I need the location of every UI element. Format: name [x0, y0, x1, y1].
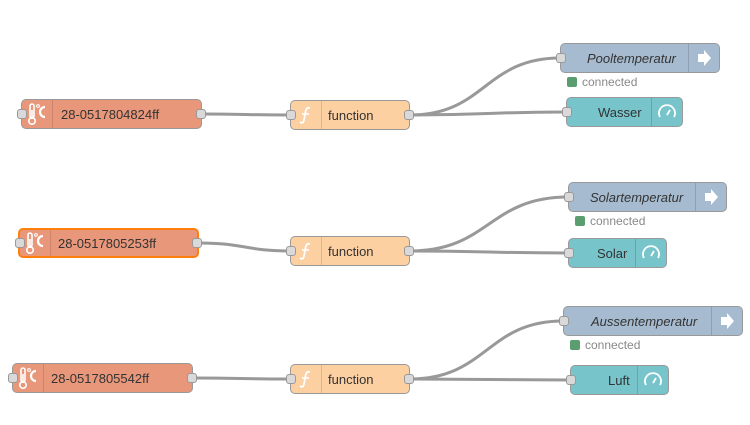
wire-function-to-gauge-1[interactable] [409, 110, 567, 117]
output-port[interactable] [404, 246, 414, 256]
gauge-node-wasser[interactable]: Wasser [562, 97, 683, 127]
wire-sensor-to-function-1[interactable] [201, 112, 291, 117]
function-icon [291, 101, 322, 129]
sensor-node-1[interactable]: 28-0517804824ff [17, 99, 206, 129]
gauge-icon [637, 366, 668, 394]
output-port[interactable] [192, 238, 202, 248]
function-node-3[interactable]: function [286, 364, 414, 394]
input-port[interactable] [559, 316, 569, 326]
sensor-node-2[interactable]: 28-0517805253ff [15, 228, 202, 258]
gauge-node-solar[interactable]: Solar [564, 238, 667, 268]
status-text: connected [582, 75, 638, 89]
function-node-label: function [328, 371, 374, 387]
gauge-node-luft[interactable]: Luft [566, 365, 669, 395]
input-port[interactable] [556, 53, 566, 63]
thermometer-icon [13, 364, 44, 392]
sensor-node-label: 28-0517805542ff [51, 370, 150, 386]
thermometer-icon [22, 100, 53, 128]
input-port[interactable] [562, 107, 572, 117]
input-port[interactable] [286, 110, 296, 120]
function-node-label: function [328, 107, 374, 123]
wire-function-to-output-1[interactable] [409, 56, 561, 117]
wire-sensor-to-function-3[interactable] [192, 376, 291, 381]
arrow-right-icon [695, 183, 726, 211]
function-icon [291, 365, 322, 393]
output-port[interactable] [196, 109, 206, 119]
wire-function-to-output-3[interactable] [409, 319, 564, 381]
output-node-pooltemperatur[interactable]: Pooltemperatur [556, 43, 720, 73]
wire-function-to-output-2[interactable] [409, 195, 569, 253]
sensor-node-label: 28-0517804824ff [61, 106, 160, 122]
gauge-icon [651, 98, 682, 126]
output-node-label: Pooltemperatur [587, 50, 676, 66]
gauge-icon [635, 239, 666, 267]
status-dot [570, 340, 580, 350]
gauge-node-label: Solar [597, 245, 628, 261]
thermometer-icon [20, 230, 51, 256]
input-port[interactable] [564, 248, 574, 258]
status-dot [567, 77, 577, 87]
arrow-right-icon [711, 307, 742, 335]
wire-function-to-gauge-2[interactable] [409, 249, 569, 255]
status-indicator: connected [567, 75, 637, 89]
status-indicator: connected [570, 338, 640, 352]
wire-function-to-gauge-3[interactable] [409, 377, 571, 382]
input-port[interactable] [8, 373, 18, 383]
sensor-node-label: 28-0517805253ff [58, 235, 157, 251]
output-node-label: Solartemperatur [590, 189, 684, 205]
gauge-node-label: Luft [608, 372, 630, 388]
input-port[interactable] [15, 238, 25, 248]
output-node-label: Aussentemperatur [591, 313, 698, 329]
input-port[interactable] [17, 109, 27, 119]
input-port[interactable] [286, 374, 296, 384]
status-text: connected [590, 214, 646, 228]
output-port[interactable] [404, 110, 414, 120]
function-node-2[interactable]: function [286, 236, 414, 266]
input-port[interactable] [286, 246, 296, 256]
function-icon [291, 237, 322, 265]
input-port[interactable] [566, 375, 576, 385]
function-node-1[interactable]: function [286, 100, 414, 130]
status-text: connected [585, 338, 641, 352]
wire-sensor-to-function-2[interactable] [198, 241, 291, 253]
function-node-label: function [328, 243, 374, 259]
status-dot [575, 216, 585, 226]
arrow-right-icon [688, 44, 719, 72]
output-port[interactable] [404, 374, 414, 384]
input-port[interactable] [564, 192, 574, 202]
sensor-node-3[interactable]: 28-0517805542ff [8, 363, 197, 393]
output-port[interactable] [187, 373, 197, 383]
gauge-node-label: Wasser [598, 104, 642, 120]
output-node-solartemperatur[interactable]: Solartemperatur [564, 182, 727, 212]
output-node-aussentemperatur[interactable]: Aussentemperatur [559, 306, 743, 336]
status-indicator: connected [575, 214, 645, 228]
